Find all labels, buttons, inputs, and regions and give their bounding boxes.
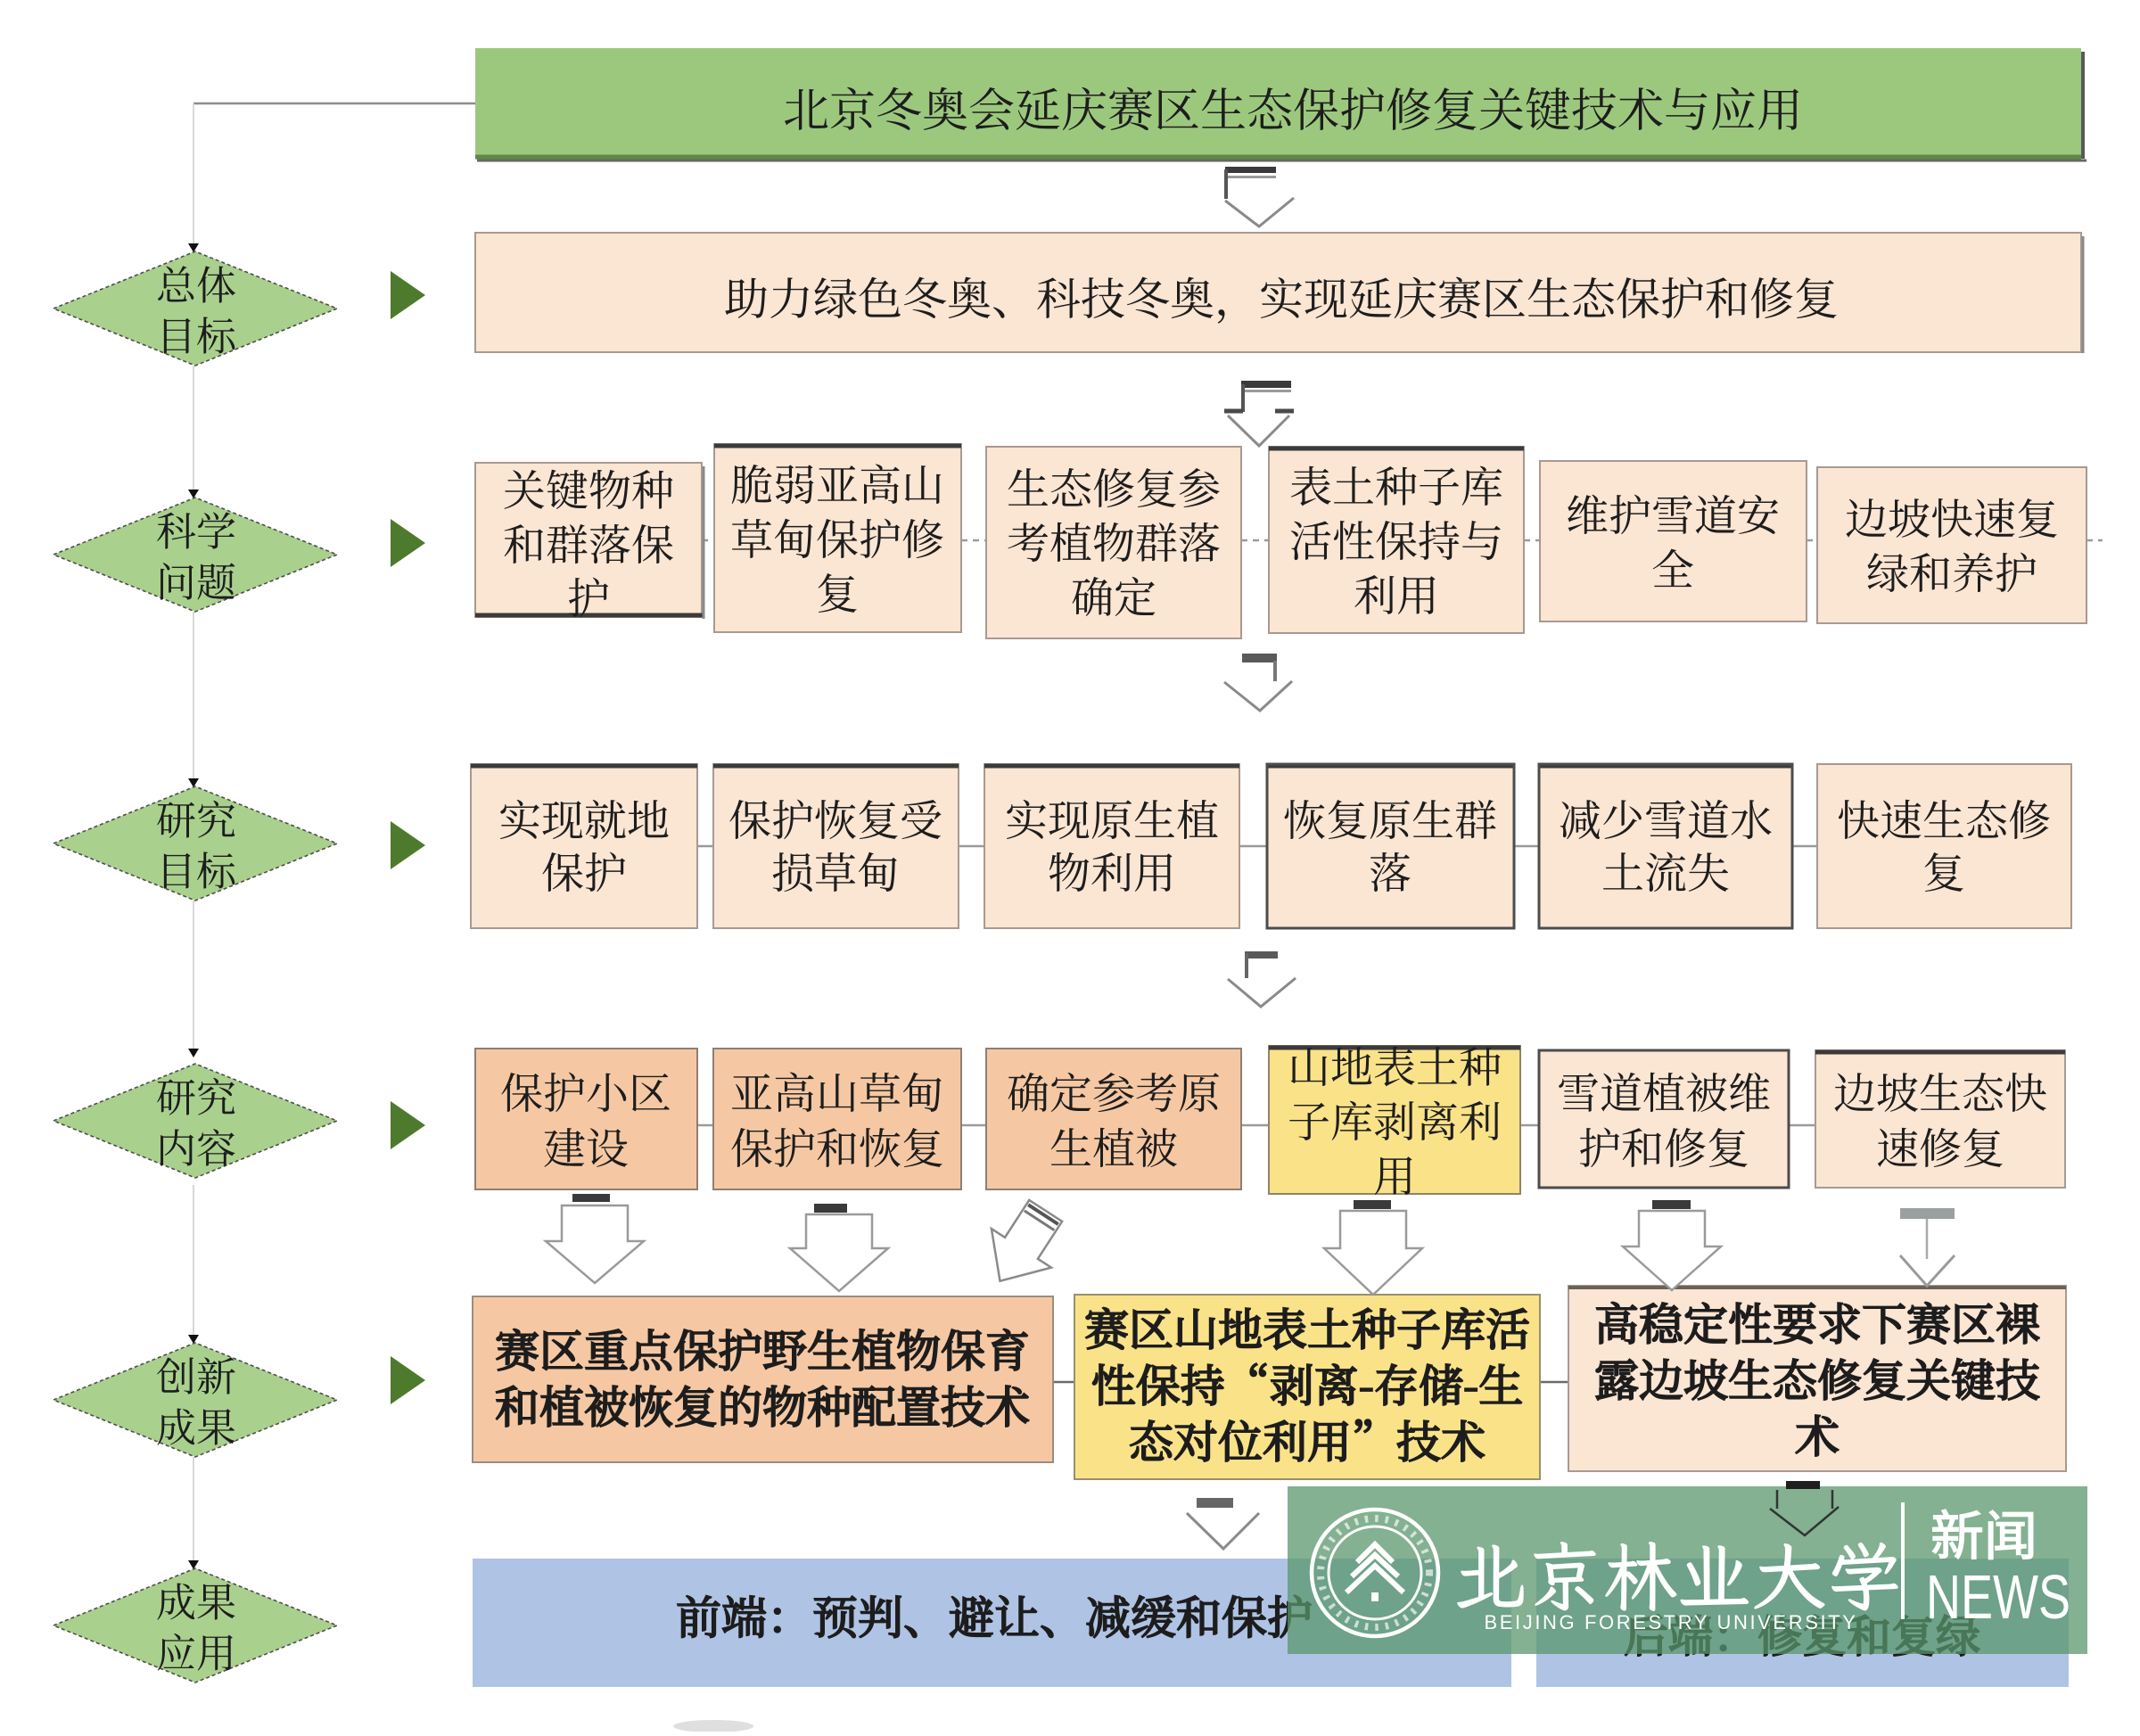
svg-text:NEWS: NEWS xyxy=(1926,1562,2070,1632)
svg-text:BEIJING FORESTRY UNIVERSITY: BEIJING FORESTRY UNIVERSITY xyxy=(1484,1611,1857,1633)
